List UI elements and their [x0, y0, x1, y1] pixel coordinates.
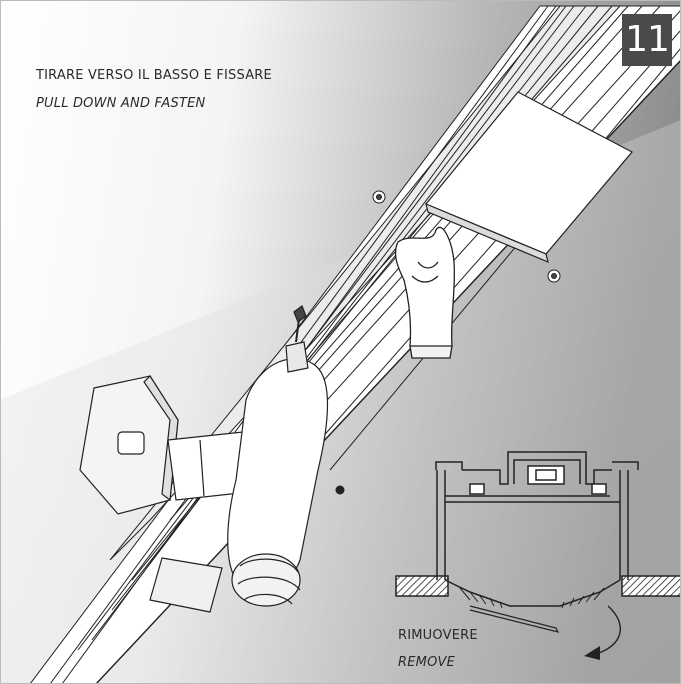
remove-arrow-icon — [595, 605, 621, 655]
profile-section-detail — [395, 451, 681, 660]
ceiling-screw-icon — [335, 190, 561, 495]
ceiling-hatch-left — [395, 575, 449, 597]
detail-label-italian: RIMUOVERE — [398, 628, 478, 643]
detail-label-english: REMOVE — [398, 655, 456, 670]
cover-plate-bottom — [149, 557, 223, 613]
hand-icon — [394, 226, 456, 359]
drill-icon — [79, 305, 329, 607]
step-number-badge: 11 — [622, 14, 672, 66]
cover-plate-top — [425, 91, 633, 264]
ceiling-hatch-right — [621, 575, 681, 597]
instruction-english: PULL DOWN AND FASTEN — [36, 96, 206, 111]
instruction-italian: TIRARE VERSO IL BASSO E FISSARE — [36, 68, 272, 83]
